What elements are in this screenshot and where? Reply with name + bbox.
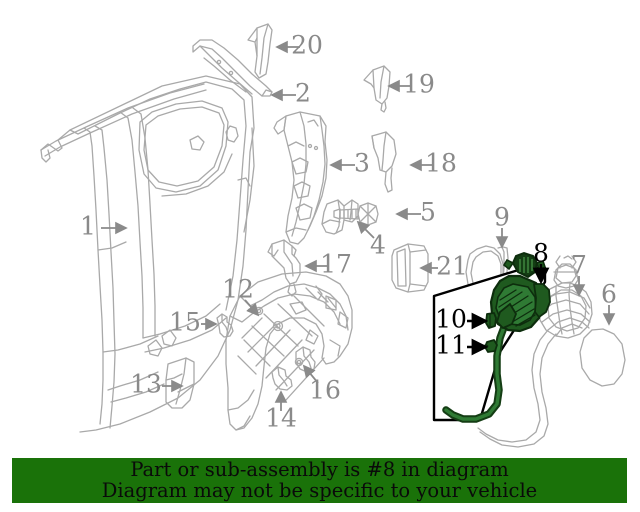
part-15-clip [216, 313, 234, 338]
part-20-bracket [247, 23, 273, 79]
part-21-cover [391, 243, 429, 293]
callout-label-15: 15 [169, 308, 201, 337]
callout-label-1: 1 [80, 212, 96, 241]
callout-label-9: 9 [494, 203, 510, 232]
background-fuel-hose [477, 329, 557, 448]
callout-arrow-16 [302, 364, 319, 384]
callout-label-19: 19 [403, 70, 435, 99]
callout-label-10: 10 [435, 305, 467, 334]
callout-label-16: 16 [309, 376, 341, 405]
callout-arrow-4 [356, 220, 375, 239]
banner-line-1: Part or sub-assembly is #8 in diagram [130, 458, 509, 482]
callout-label-13: 13 [130, 370, 162, 399]
callout-label-4: 4 [370, 231, 386, 260]
part-19-bracket [363, 65, 391, 113]
part-1-quarter-panel [40, 75, 255, 433]
callout-label-12: 12 [222, 275, 254, 304]
part-12-wheelhouse-liner [225, 271, 353, 431]
part-18-bracket [371, 131, 397, 193]
callout-label-21: 21 [436, 252, 468, 281]
callout-label-11: 11 [435, 331, 467, 360]
callout-label-2: 2 [295, 79, 311, 108]
banner-line-2: Diagram may not be specific to your vehi… [101, 478, 538, 502]
callout-label-17: 17 [320, 250, 352, 279]
part-17-bracket [267, 239, 301, 297]
callout-label-7: 7 [571, 251, 587, 280]
callout-label-20: 20 [291, 31, 323, 60]
notice-banner: Part or sub-assembly is #8 in diagram Di… [12, 458, 627, 503]
part-8-fuel-filler-assembly [442, 251, 551, 423]
callout-label-8: 8 [533, 239, 549, 268]
callout-label-14: 14 [265, 404, 297, 433]
callout-arrow-12 [244, 299, 260, 317]
callout-label-3: 3 [354, 149, 370, 178]
part-6-gasket [579, 328, 626, 387]
part-3-inner-pillar [273, 111, 328, 245]
part-14-clip [271, 366, 293, 391]
callout-label-5: 5 [420, 198, 436, 227]
callout-label-6: 6 [601, 280, 617, 309]
callout-label-18: 18 [425, 149, 457, 178]
